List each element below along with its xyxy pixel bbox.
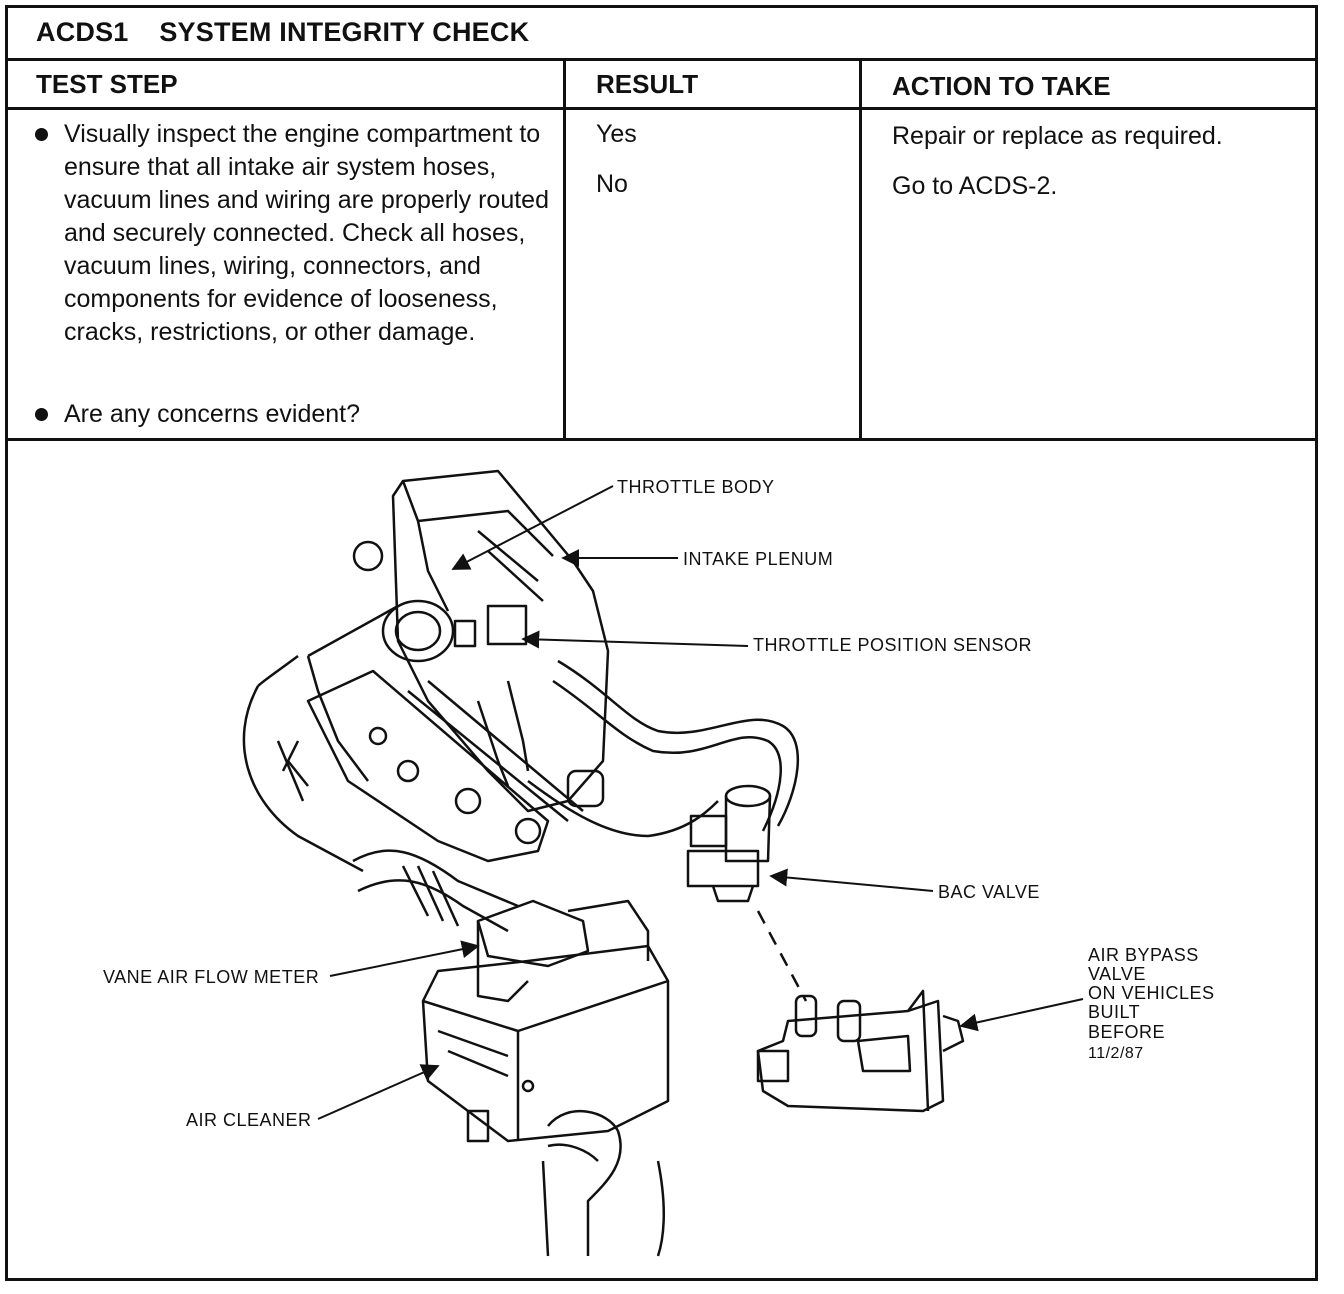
air-bypass-line-3: ON VEHICLES xyxy=(1088,983,1215,1003)
header-test-step: TEST STEP xyxy=(8,61,563,110)
action-cell: Repair or replace as required. Go to ACD… xyxy=(862,110,1315,438)
air-bypass-line-6: 11/2/87 xyxy=(1088,1045,1144,1062)
engine-diagram: THROTTLE BODY INTAKE PLENUM THROTTLE POS… xyxy=(8,441,1315,1278)
header-result: RESULT xyxy=(566,61,859,110)
engine-drawing xyxy=(242,469,965,1257)
label-vane-air-flow-meter: VANE AIR FLOW METER xyxy=(103,967,319,987)
bullet-dot xyxy=(35,128,48,141)
air-bypass-line-1: AIR BYPASS xyxy=(1088,945,1199,965)
air-bypass-line-2: VALVE xyxy=(1088,964,1146,984)
leader-lines xyxy=(317,485,1084,1120)
test-step-cell: Visually inspect the engine compartment … xyxy=(8,110,563,438)
bullet-dot xyxy=(35,408,48,421)
label-throttle-position-sensor: THROTTLE POSITION SENSOR xyxy=(753,635,1032,655)
table-divider xyxy=(8,438,1315,441)
label-intake-plenum: INTAKE PLENUM xyxy=(683,549,833,569)
header-test-step-label: TEST STEP xyxy=(36,69,178,99)
label-throttle-body: THROTTLE BODY xyxy=(617,477,775,497)
header-result-label: RESULT xyxy=(596,69,699,99)
result-no: No xyxy=(596,170,628,198)
page-title: ACDS1 SYSTEM INTEGRITY CHECK xyxy=(36,17,530,47)
air-bypass-line-5: BEFORE xyxy=(1088,1022,1165,1042)
result-cell: Yes No xyxy=(566,110,859,438)
result-yes: Yes xyxy=(596,120,637,148)
label-air-bypass-valve: AIR BYPASS VALVE ON VEHICLES BUILT BEFOR… xyxy=(1088,945,1215,1062)
procedure-table: ACDS1 SYSTEM INTEGRITY CHECK TEST STEP R… xyxy=(5,5,1318,1281)
air-bypass-line-4: BUILT xyxy=(1088,1002,1140,1022)
column-divider xyxy=(859,61,862,441)
label-bac-valve: BAC VALVE xyxy=(938,882,1040,902)
header-action: ACTION TO TAKE xyxy=(862,61,1315,110)
label-air-cleaner: AIR CLEANER xyxy=(186,1110,312,1130)
test-step-bullet-1: Visually inspect the engine compartment … xyxy=(64,120,549,346)
column-divider xyxy=(563,61,566,441)
test-step-bullet-2: Are any concerns evident? xyxy=(64,400,361,428)
action-yes: Repair or replace as required. xyxy=(892,122,1223,150)
action-no: Go to ACDS-2. xyxy=(892,172,1058,200)
engine-illustration: THROTTLE BODY INTAKE PLENUM THROTTLE POS… xyxy=(103,469,1215,1257)
title-row: ACDS1 SYSTEM INTEGRITY CHECK xyxy=(8,8,1315,61)
dashed-line xyxy=(756,910,808,1002)
header-action-label: ACTION TO TAKE xyxy=(892,71,1111,101)
